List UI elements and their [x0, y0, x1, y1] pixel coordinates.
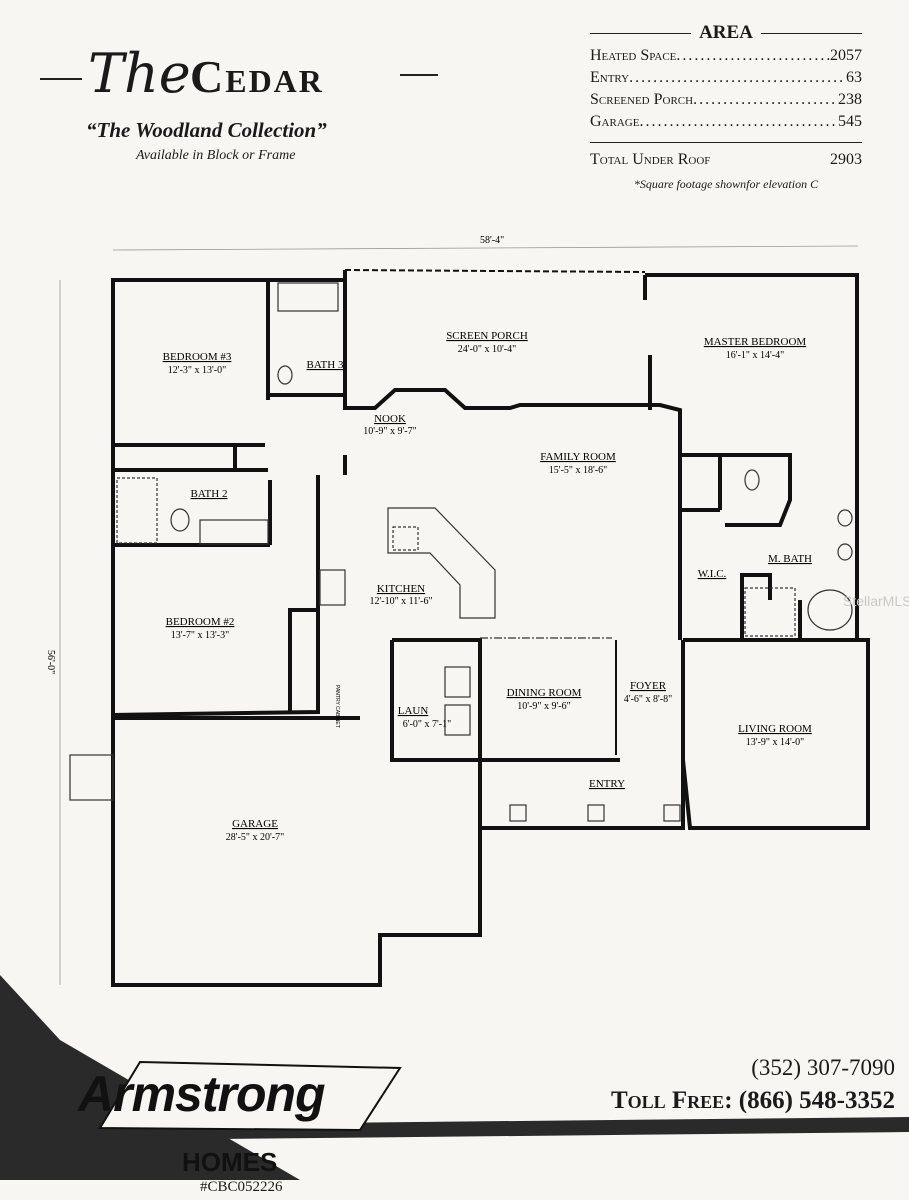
logo-wordmark: Armstrong	[78, 1066, 326, 1122]
room-label: NOOK	[374, 413, 406, 425]
title-rule-right	[400, 74, 438, 76]
room-label: MASTER BEDROOM	[704, 336, 807, 348]
area-heading: AREA	[590, 22, 862, 44]
room-label: FAMILY ROOM	[540, 451, 616, 463]
title-prefix: The	[88, 42, 191, 105]
room-size: 4'-6" x 8'-8"	[624, 694, 672, 705]
phone-number: (352) 307-7090	[751, 1055, 895, 1080]
fixtures	[69, 282, 853, 822]
room-size: 6'-0" x 7'-1"	[403, 719, 451, 730]
logo-band	[0, 975, 300, 1180]
room-size: 13'-9" x 14'-0"	[746, 737, 804, 748]
overall-width: 58'-4"	[480, 235, 504, 246]
overall-depth: 56'-0"	[45, 650, 56, 674]
room-size: 24'-0" x 10'-4"	[458, 344, 516, 355]
room-size: 10'-9" x 9'-6"	[517, 701, 570, 712]
room-label: LAUN	[398, 705, 429, 717]
area-row: Garage545	[590, 112, 862, 132]
room-size: 12'-3" x 13'-0"	[168, 365, 226, 376]
footer-stripe	[120, 1117, 909, 1140]
license-number: #CBC052226	[200, 1179, 283, 1195]
room-size: 28'-5" x 20'-7"	[226, 832, 284, 843]
logo-subtitle: HOMES	[182, 1147, 278, 1177]
room-label: GARAGE	[232, 818, 278, 830]
dimension-lines	[59, 245, 859, 985]
room-label: LIVING ROOM	[738, 723, 812, 735]
room-size: 10'-9" x 9'-7"	[363, 426, 416, 437]
area-row: Entry63	[590, 68, 862, 88]
logo-box	[98, 1060, 402, 1132]
area-row: Screened Porch238	[590, 90, 862, 110]
room-size: 16'-1" x 14'-4"	[726, 350, 784, 361]
room-label: BEDROOM #3	[163, 351, 232, 363]
title-rule-left	[40, 78, 82, 80]
room-label: BEDROOM #2	[166, 616, 235, 628]
availability-note: Available in Block or Frame	[136, 148, 296, 163]
room-label: DINING ROOM	[507, 687, 582, 699]
walls	[111, 269, 870, 987]
watermark: StellarMLS	[843, 593, 909, 609]
room-label: SCREEN PORCH	[446, 330, 528, 342]
room-label: BATH 3	[307, 359, 344, 371]
page-title: Cedar	[190, 51, 324, 102]
room-size: 13'-7" x 13'-3"	[171, 630, 229, 641]
room-size: 15'-5" x 18'-6"	[549, 465, 607, 476]
room-label: W.I.C.	[698, 568, 727, 580]
room-label: FOYER	[630, 680, 667, 692]
pantry-label: PANTRY CABINET	[334, 685, 340, 728]
room-size: 12'-10" x 11'-6"	[369, 596, 432, 607]
divider	[590, 142, 862, 143]
toll-free-number: Toll Free: (866) 548-3352	[610, 1087, 895, 1114]
room-label: KITCHEN	[377, 583, 425, 595]
collection-name: “The Woodland Collection”	[86, 118, 327, 142]
room-label: M. BATH	[768, 553, 812, 565]
footage-note: *Square footage shownfor elevation C	[633, 177, 819, 191]
room-label: BATH 2	[191, 488, 228, 500]
area-row: Heated Space2057	[590, 46, 862, 66]
area-table: AREA Heated Space2057 Entry63 Screened P…	[590, 22, 862, 192]
room-label: ENTRY	[589, 778, 625, 790]
